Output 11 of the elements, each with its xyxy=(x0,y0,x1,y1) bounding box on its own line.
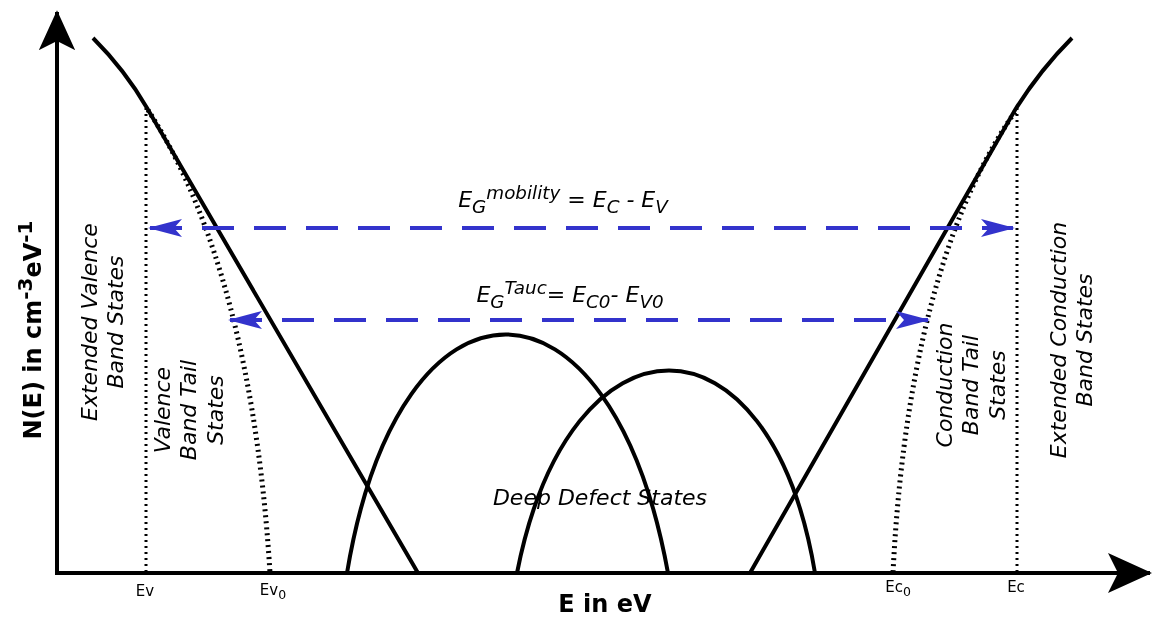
tick-label: Ec xyxy=(1007,578,1025,596)
formula-text: E$_{G}$$^{Tauc}$= E$_{C0}$- E$_{V0}$ xyxy=(475,277,665,313)
region-label: Extended Conduction Band States xyxy=(1045,220,1098,460)
region-label: Valence Band Tail States xyxy=(150,358,230,463)
region-label: Extended Valence Band States xyxy=(76,222,129,423)
region-label: Conduction Band Tail States xyxy=(932,321,1012,450)
tick-label: Ec$_{0}$ xyxy=(885,577,911,599)
tick-label: Ev xyxy=(135,582,155,600)
tick-label: Ev$_{0}$ xyxy=(259,580,287,602)
formula-text: E$_{G}$$^{mobility}$ = E$_{C}$ - E$_{V}$ xyxy=(457,182,670,218)
axis-title: E in eV xyxy=(558,589,652,619)
